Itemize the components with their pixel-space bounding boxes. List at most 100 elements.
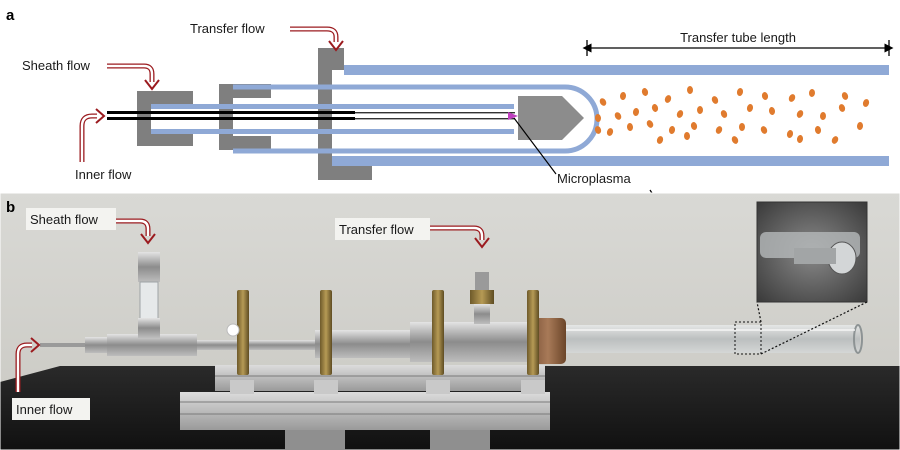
rail-base (180, 392, 550, 430)
nanoparticle (715, 126, 723, 134)
nanoparticle (656, 136, 664, 144)
sheath-flow-arrow-a-core (107, 64, 154, 82)
sheath-flow-label-b: Sheath flow (30, 212, 99, 227)
clamp-foot-4 (521, 380, 545, 394)
nanoparticle (739, 123, 745, 131)
transfer-tube-length-label: Transfer tube length (680, 30, 796, 45)
inner-wire-top (355, 112, 515, 114)
inner-needle (40, 343, 122, 347)
tee-body (107, 334, 197, 356)
transfer-inlet-fitting (474, 304, 490, 324)
glass-transfer-tube (540, 325, 860, 353)
nanoparticle (808, 89, 816, 97)
main-tube (197, 340, 317, 350)
transfer-flow-arrow-b-core (430, 226, 484, 240)
nanoparticle (796, 135, 804, 143)
nanoparticle (686, 86, 694, 94)
zoom-region-box (734, 321, 762, 355)
sheath-top-fitting (138, 252, 160, 282)
nanoparticle (606, 128, 614, 136)
clamp-4 (527, 290, 539, 375)
nanoparticle (841, 92, 849, 100)
panel-a-letter: a (6, 7, 15, 24)
transfer-fitting-top (332, 48, 344, 70)
nanoparticle (632, 108, 640, 116)
transfer-flow-arrow-a (290, 26, 339, 42)
panel-b: b Sheath flow Transfer flow Inner flow (0, 192, 900, 450)
nozzle-gap (514, 96, 518, 140)
inner-flow-label-a: Inner flow (75, 167, 132, 182)
rail-top (215, 365, 545, 391)
inner-flow-label-b: Inner flow (16, 402, 73, 417)
nanoparticle (626, 123, 634, 131)
nanoparticle (760, 126, 768, 134)
sheath-fitting-top (151, 91, 193, 105)
nanoparticle (614, 112, 622, 120)
nanoparticle (664, 95, 672, 103)
inset-nozzle-body (794, 248, 836, 264)
clamp-knob (226, 323, 240, 337)
nanoparticle (683, 132, 691, 140)
clamp-foot-1 (230, 380, 254, 394)
nanoparticle (736, 88, 744, 96)
nanoparticle (788, 94, 796, 102)
nanoparticle (796, 110, 804, 118)
middle-tube-top (151, 104, 521, 109)
nozzle-tip (516, 96, 584, 140)
clamps (226, 290, 545, 394)
nanoparticle (668, 126, 676, 134)
transfer-flow-arrow-a-core (290, 27, 338, 42)
nanoparticle (761, 92, 769, 100)
sheath-flow-arrowhead-b (140, 233, 156, 245)
nanoparticle (838, 104, 846, 112)
nanoparticle (696, 106, 704, 114)
nanoparticle (690, 122, 698, 130)
clamp-3 (432, 290, 444, 375)
sheath-lower-fitting (138, 318, 160, 338)
nanoparticle (862, 99, 870, 107)
rail-foot-left (285, 430, 345, 450)
nanoparticle (731, 136, 739, 144)
inner-flow-arrow-a-core (80, 114, 97, 162)
transfer-flow-label-b: Transfer flow (339, 222, 414, 237)
nanoparticle (651, 104, 659, 112)
sheath-flow-label-a: Sheath flow (22, 58, 91, 73)
panel-b-letter: b (6, 199, 15, 216)
inner-flow-arrowhead-b (30, 337, 41, 353)
inner-flow-arrow-b-core (16, 343, 32, 392)
nanoparticle (711, 96, 719, 104)
transfer-inlet-tube (475, 272, 489, 292)
inner-flow-box-b (12, 398, 90, 420)
panel-a: a Transfer tube (6, 7, 894, 332)
nanoparticle (594, 114, 602, 122)
transfer-flow-box-b (335, 218, 430, 240)
sheath-fitting-bottom (151, 132, 193, 146)
nanoparticle (676, 110, 684, 118)
sheath-flow-arrowhead-a (144, 79, 160, 91)
microplasma-spot (508, 112, 518, 120)
clamp-2 (320, 290, 332, 375)
nanoparticle (646, 120, 654, 128)
transfer-brass-nut (470, 290, 494, 304)
nanoparticle (594, 126, 602, 134)
inner-capillary-top (107, 111, 355, 114)
inner-wire-bottom (355, 118, 515, 120)
inner-flow-arrowhead-a (95, 108, 106, 124)
inner-nut (85, 337, 107, 353)
sheath-transparent-tube (139, 281, 159, 323)
inner-flow-arrow-a (79, 113, 97, 162)
transfer-flow-arrowhead-b (474, 237, 490, 249)
mid-fitting-bottom (233, 136, 271, 150)
nanoparticle (786, 130, 794, 138)
glass-tube-end (853, 324, 863, 354)
transfer-flow-label-a: Transfer flow (190, 21, 265, 36)
transfer-tube-top-wall (344, 65, 889, 75)
nanoparticle (814, 126, 822, 134)
nanoparticle (819, 112, 827, 120)
sheath-flow-arrow-a (107, 63, 155, 82)
nanoparticle (599, 98, 607, 106)
transfer-tube-bottom-wall (332, 156, 889, 166)
photo-frame (0, 192, 900, 450)
